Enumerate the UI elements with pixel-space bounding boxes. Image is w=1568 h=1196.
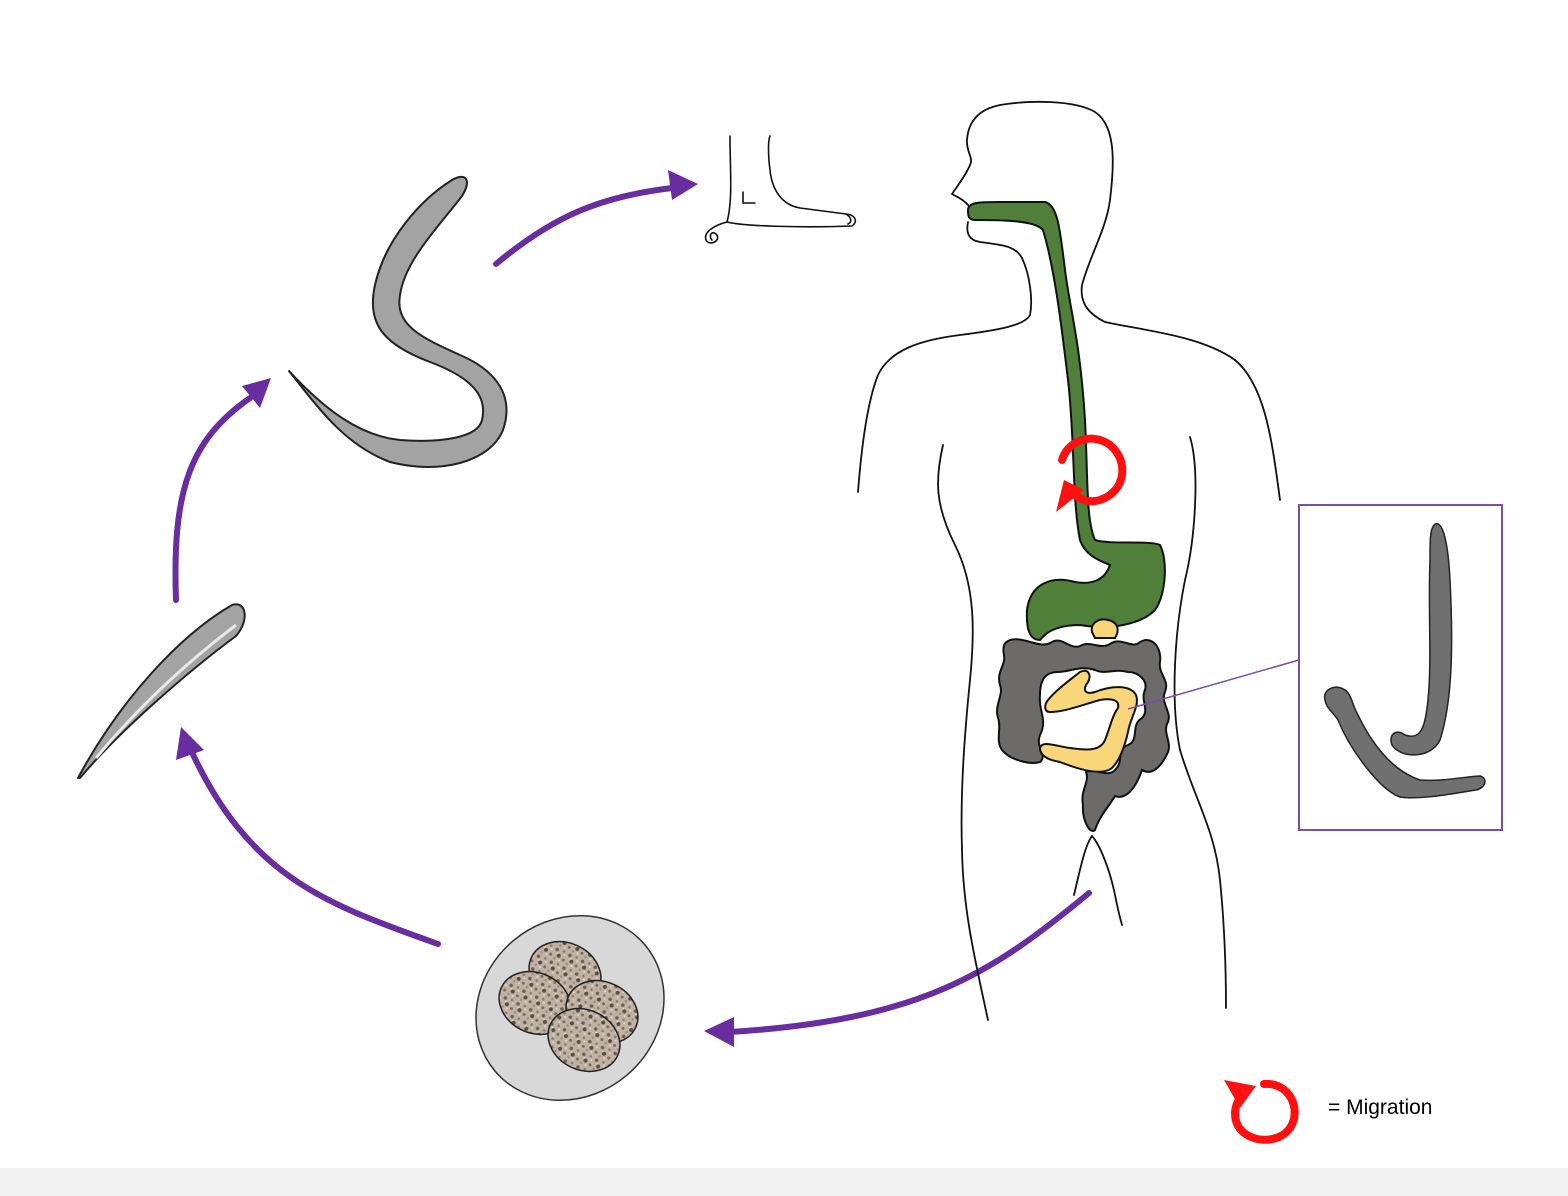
digestive-tract (966, 201, 1300, 832)
legend (1224, 1079, 1299, 1144)
esophagus-stomach (966, 201, 1166, 642)
adult-hookworm-icon (1323, 522, 1486, 799)
rhabditiform-larva-icon (77, 603, 246, 779)
arrow-host-to-egg (704, 890, 1092, 1047)
cycle-arrows (172, 170, 1092, 1047)
legend-label: = Migration (1328, 1096, 1433, 1119)
migration-arrow-icon-body (1056, 434, 1127, 512)
adult-worm-inset (1298, 504, 1503, 831)
migration-arrow-icon (1224, 1079, 1299, 1144)
large-intestine (996, 638, 1170, 832)
filariform-larva-icon (288, 175, 508, 468)
human-host-icon (857, 100, 1281, 1021)
bottom-band (0, 1168, 1568, 1196)
foot-skin-penetration-icon (704, 135, 857, 244)
egg-cluster-icon (475, 914, 665, 1102)
arrow-egg-to-rhabditiform (176, 727, 441, 947)
arrow-larva-to-foot (493, 170, 698, 267)
inset-pointer-line (1127, 659, 1300, 710)
arrow-rhabditiform-to-filariform (172, 378, 271, 603)
small-intestine (1038, 618, 1138, 773)
